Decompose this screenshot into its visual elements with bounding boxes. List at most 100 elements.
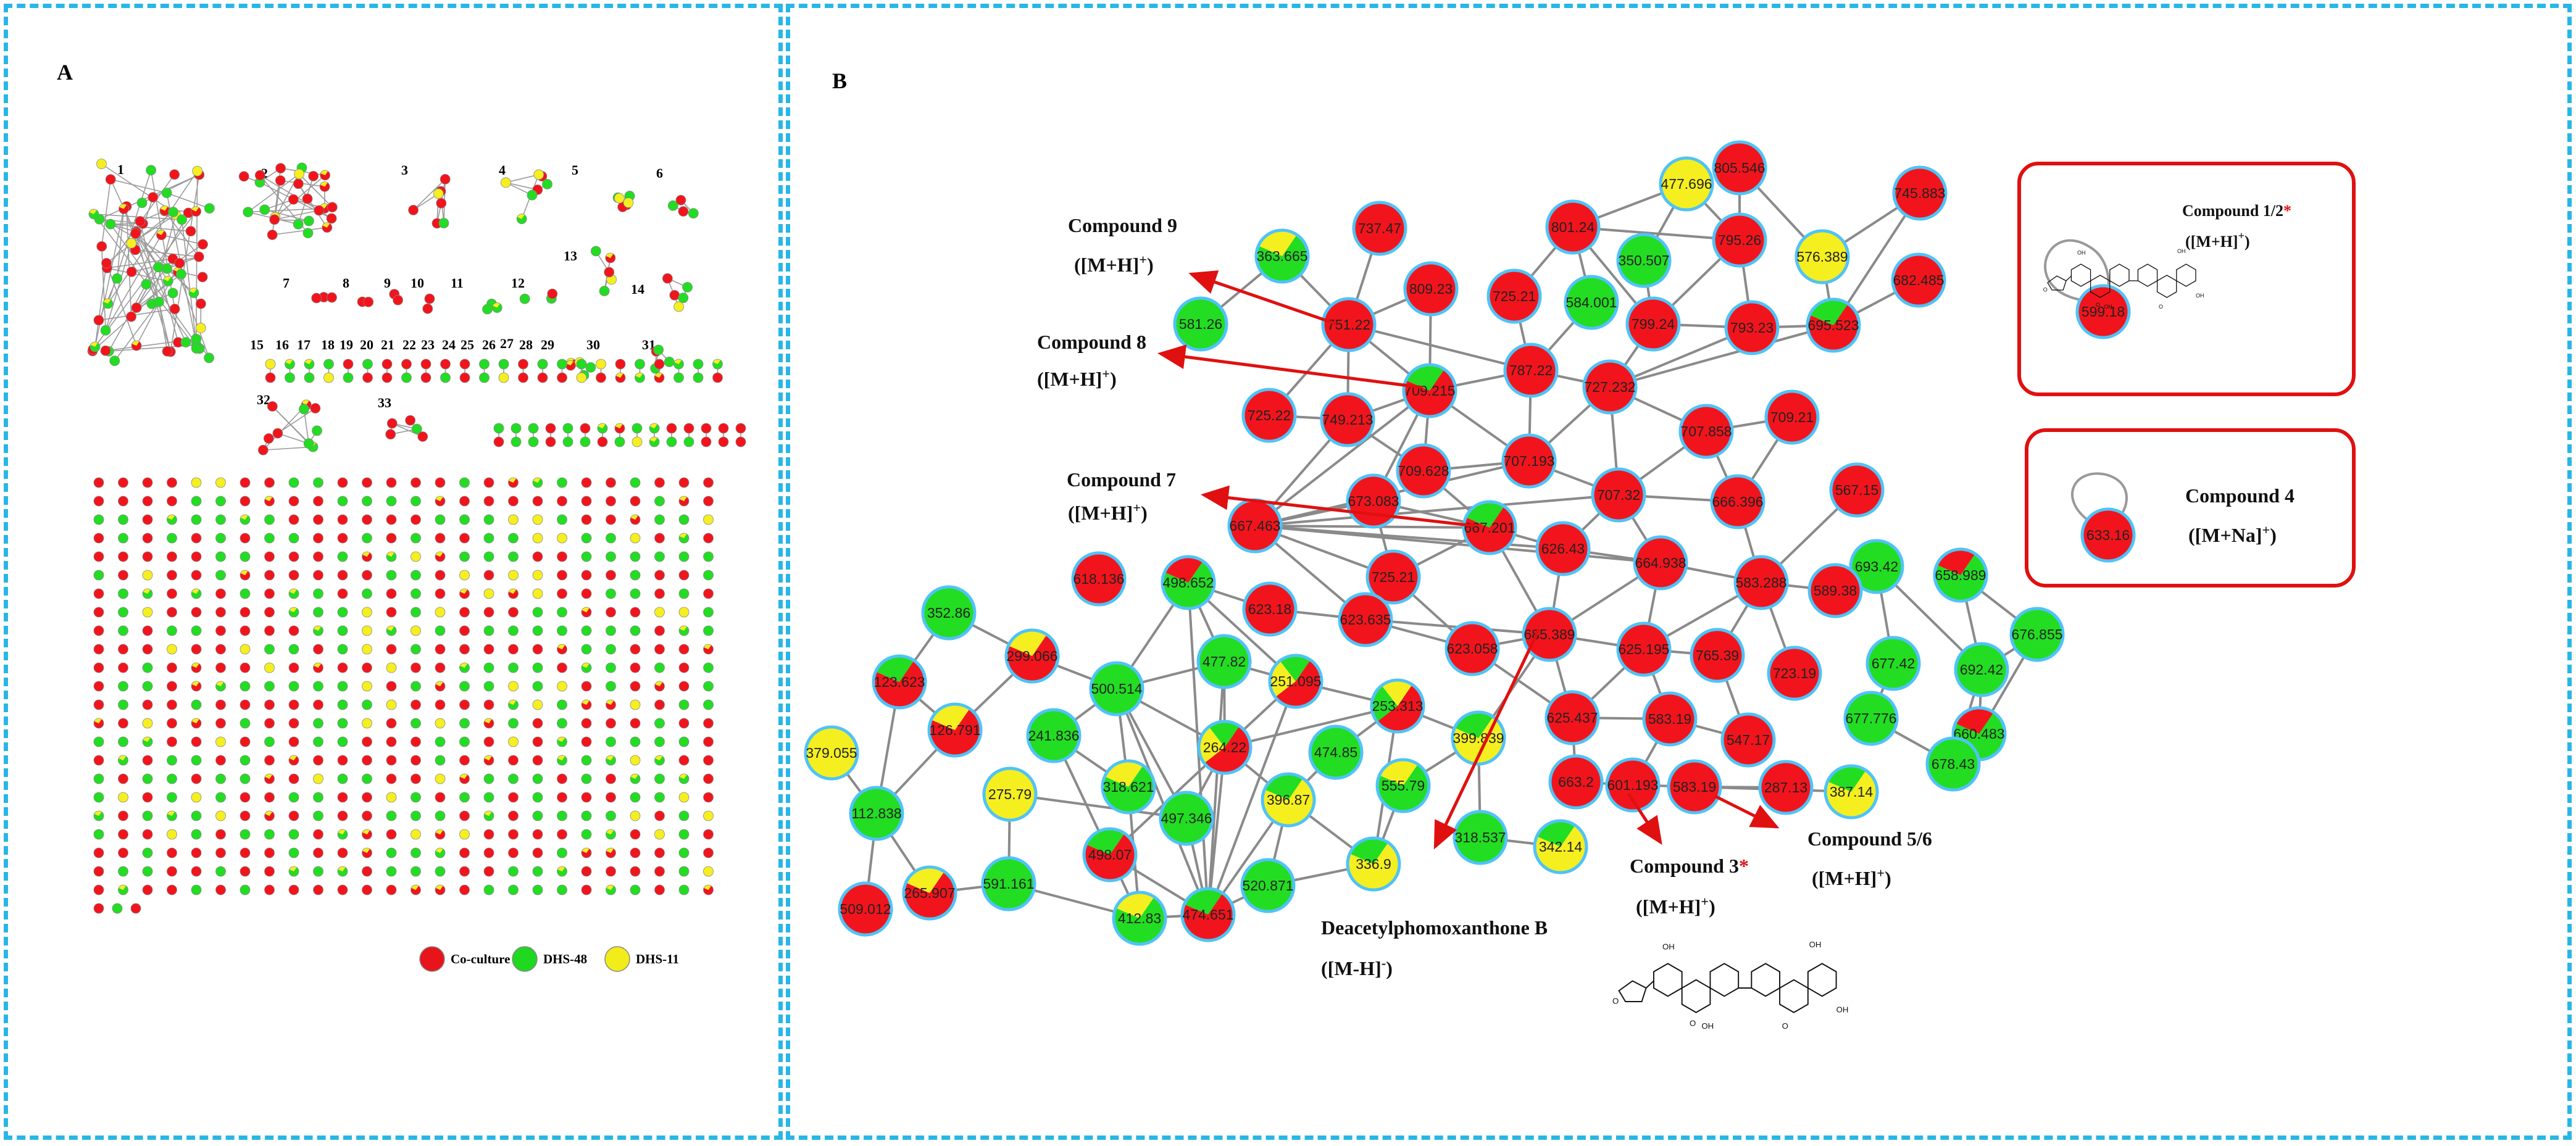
panel-a-singleton-node [142, 533, 153, 544]
panel-a-singleton-node-slice [143, 589, 151, 594]
panel-a-node-slice [635, 373, 643, 378]
panel-a-node [386, 418, 398, 429]
panel-a-node-outline [90, 341, 101, 352]
panel-a-singleton-node [630, 755, 641, 766]
panel-a-singleton-node [167, 570, 177, 581]
cluster-number-27: 27 [500, 336, 514, 351]
panel-a-singleton-node-outline [362, 551, 372, 562]
panel-a-node [511, 423, 522, 434]
panel-a-singleton-node [630, 699, 641, 710]
panel-a-node [735, 423, 746, 434]
panel-a-node-slice [163, 276, 171, 281]
network-node: 352.86 [921, 585, 977, 641]
panel-a-singleton-node-outline [581, 662, 592, 673]
network-node-n75 [1758, 760, 1814, 815]
network-node: 692.42 [1954, 642, 2009, 697]
node-label: 299.066 [1006, 648, 1057, 664]
network-node-n57-slice [1270, 660, 1296, 697]
network-node: 678.43 [1925, 736, 1981, 792]
panel-a-singleton-node-slice [508, 700, 519, 710]
panel-a-singleton-node [654, 644, 665, 655]
network-node: 737.47 [1352, 201, 1407, 256]
node-label: 497.346 [1161, 810, 1212, 826]
network-node-n60-slice [929, 708, 981, 756]
cluster-number-12: 12 [511, 275, 525, 291]
panel-a-node-slice [649, 438, 659, 447]
network-node-n50 [1444, 621, 1500, 676]
panel-a-singleton-node [435, 662, 446, 673]
panel-a-node [596, 372, 606, 383]
node-label: 709.21 [1770, 409, 1814, 425]
panel-a-singleton-node-slice [509, 589, 517, 594]
network-node-n76-slice [1827, 766, 1866, 792]
node-label: 667.201 [1464, 520, 1515, 536]
panel-a-singleton-node [557, 588, 567, 599]
panel-a-node [275, 163, 286, 173]
network-node-n91-outline [1112, 891, 1167, 946]
panel-a-node [101, 258, 112, 268]
network-node-n23 [1320, 392, 1375, 447]
node-label: 623.635 [1340, 612, 1391, 628]
panel-a-node [479, 359, 490, 370]
network-node: 399.839 [1451, 710, 1506, 766]
panel-a-singleton-node-slice [142, 737, 152, 747]
panel-a-node [528, 436, 539, 447]
panel-a-node [312, 425, 322, 436]
network-node-n78-slice [1102, 765, 1154, 813]
panel-a-singleton-node [167, 792, 177, 803]
panel-a-singleton-node [483, 681, 494, 692]
panel-a-singleton-node [557, 792, 567, 803]
panel-a-singleton-node [678, 866, 690, 877]
panel-a-node [562, 436, 573, 447]
network-node-n9-outline [1254, 228, 1310, 284]
network-node-n63 [1720, 712, 1776, 768]
panel-a-node [533, 169, 544, 180]
panel-a-singleton-node-slice [581, 663, 591, 673]
panel-a-singleton-node [337, 514, 348, 525]
panel-a-singleton-node [483, 736, 494, 747]
panel-a-singleton-node-slice [679, 774, 689, 784]
network-node-n5 [1545, 199, 1601, 255]
panel-a-singleton-node [142, 884, 153, 895]
panel-a-node [167, 288, 178, 299]
panel-a-node [545, 423, 556, 434]
structure-ring [1751, 963, 1781, 997]
panel-a-singleton-node [288, 644, 299, 655]
panel-a-singleton-node-slice [191, 681, 199, 686]
panel-a-singleton-node [264, 736, 275, 747]
network-node: 725.21 [1365, 549, 1421, 605]
panel-a-singleton-node [654, 866, 665, 877]
panel-a-singleton-node [264, 533, 275, 544]
panel-a-node [667, 200, 678, 211]
panel-a-singleton-node [654, 792, 665, 803]
network-node: 709.21 [1764, 389, 1820, 445]
panel-a-singleton-node [191, 699, 202, 710]
panel-a-singleton-node [313, 644, 323, 655]
panel-a-singleton-node [630, 625, 641, 636]
network-node: 693.42 [1849, 539, 1904, 594]
panel-a-singleton-node [459, 755, 470, 766]
panel-a-singleton-node [630, 644, 641, 655]
cluster-number-25: 25 [461, 337, 474, 352]
network-node-n56 [1089, 661, 1144, 716]
cluster-number-4: 4 [499, 162, 506, 178]
panel-a-singleton-node [313, 551, 323, 562]
panel-a-singleton-node-slice [94, 718, 102, 723]
panel-a-singleton-node-outline [362, 847, 372, 858]
panel-a-singleton-node-outline [508, 477, 519, 488]
panel-a-node [493, 423, 504, 434]
node-label: 745.883 [1894, 185, 1945, 201]
panel-a-singleton-node-outline [411, 884, 421, 895]
panel-a-node [537, 372, 548, 383]
network-node-n25 [1764, 389, 1820, 445]
panel-a-node [417, 431, 428, 442]
node-label: 809.23 [1409, 281, 1453, 297]
panel-a-singleton-node-slice [460, 589, 468, 594]
panel-a-singleton-node-outline [606, 755, 616, 766]
panel-a-singleton-node [411, 514, 421, 525]
panel-a-singleton-node [703, 533, 714, 544]
panel-a-singleton-node-slice [435, 496, 443, 501]
panel-a-node [405, 415, 416, 426]
structure-atom: O [2043, 286, 2048, 293]
panel-a-edge [272, 226, 327, 236]
